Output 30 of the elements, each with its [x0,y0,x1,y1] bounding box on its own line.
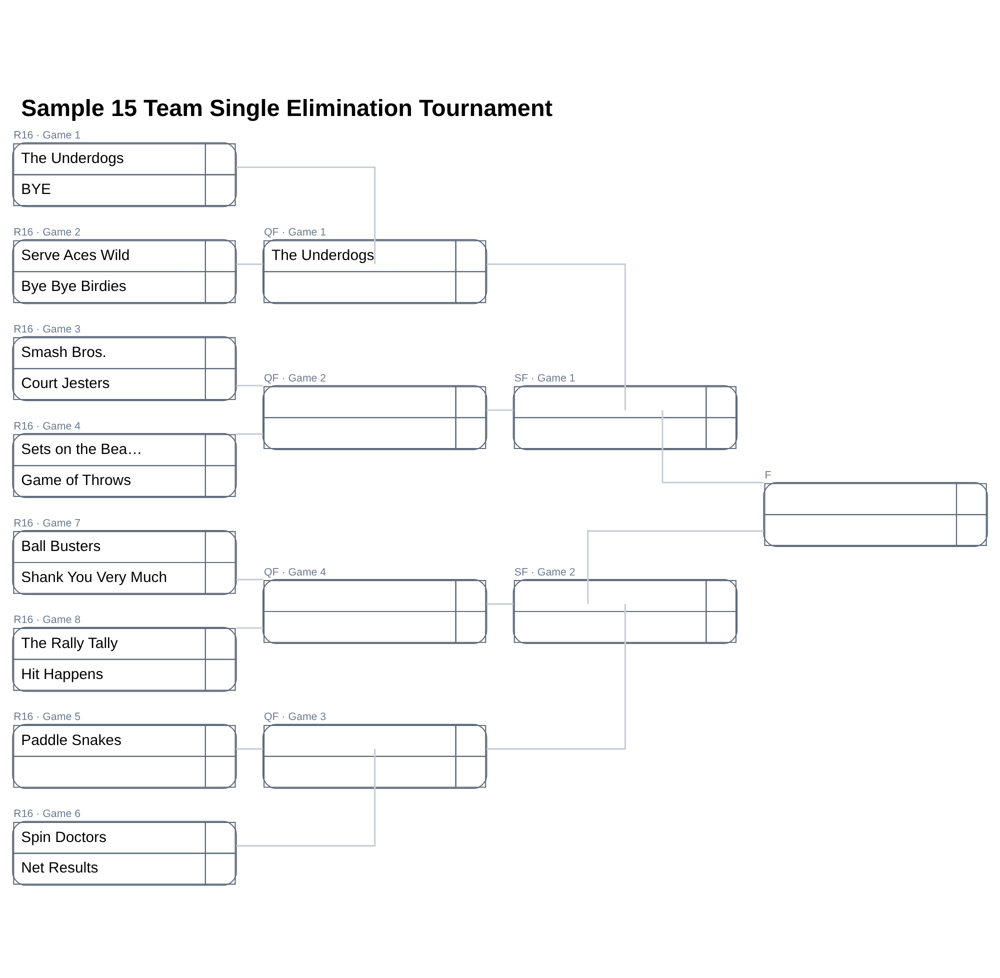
node-label: QF · Game 4 [264,566,326,578]
node-label: R16 · Game 2 [14,226,81,238]
node-label: R16 · Game 1 [14,128,81,141]
node-label: QF · Game 3 [264,710,326,723]
connector [236,578,263,580]
node-label: SF · Game 2 [514,566,576,578]
node-label: QF · Game 2 [264,372,326,384]
connector [236,262,263,264]
node-label: R16 · Game 6 [14,808,81,820]
node-label: R16 · Game 7 [14,516,81,529]
connector [236,384,263,386]
connector [236,432,263,434]
node-label: QF · Game 1 [264,226,326,238]
connector [236,166,376,264]
node-label: F [764,468,772,481]
connector [662,410,764,483]
connector [587,530,764,604]
connector [236,626,263,628]
node-label: R16 · Game 4 [14,420,81,432]
node-label: R16 · Game 3 [14,322,81,335]
connector [486,602,514,604]
connector [486,408,514,410]
connector [486,262,626,410]
node-label: R16 · Game 8 [14,614,81,626]
connector [236,748,263,750]
connector [236,748,376,846]
node-label: R16 · Game 5 [14,710,81,723]
connector [486,604,626,750]
diagram-title: Sample 15 Team Single Elimination Tournament [21,94,553,121]
node-label: SF · Game 1 [514,372,576,384]
